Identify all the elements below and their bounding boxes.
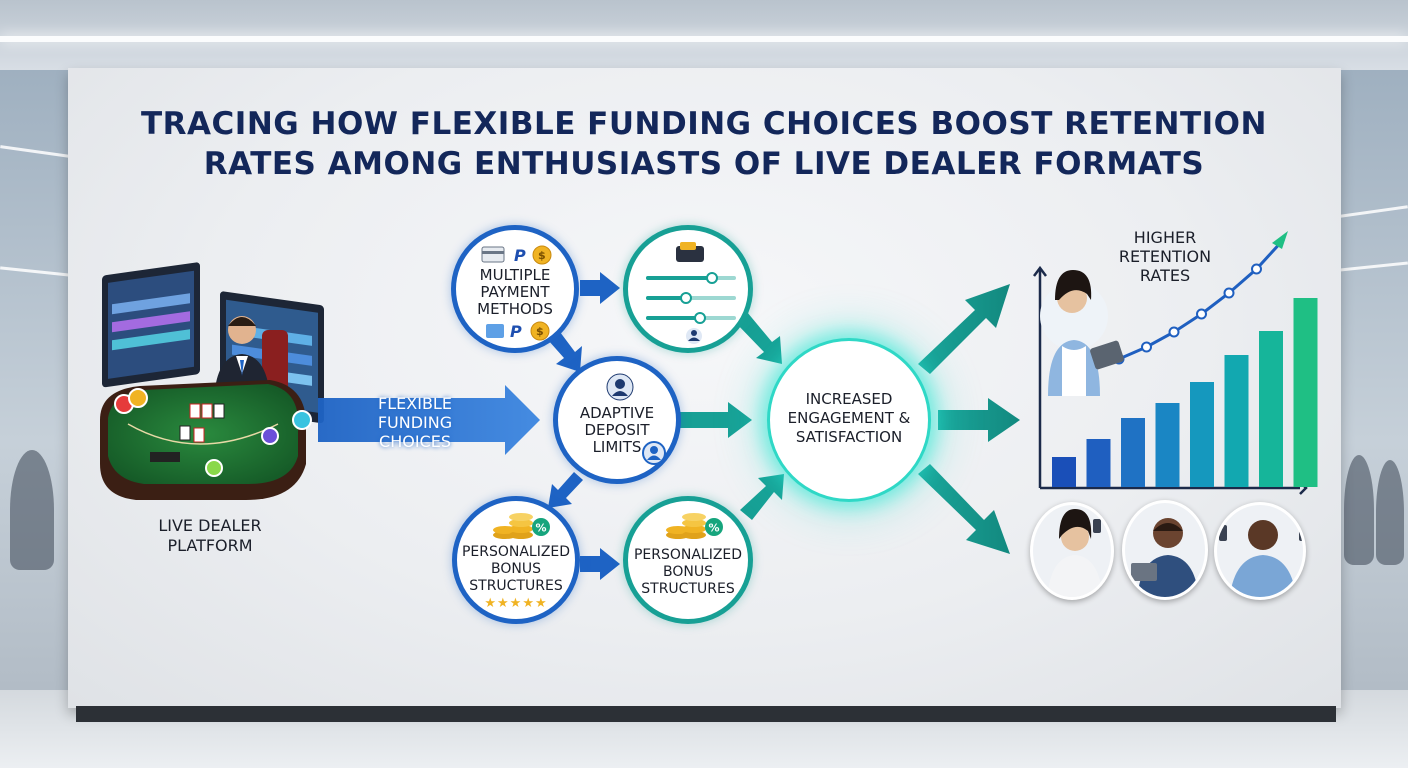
chart-bar: [1155, 403, 1180, 487]
paypal-icon: P $: [486, 321, 550, 341]
payment-line-2: PAYMENT: [480, 283, 550, 301]
card-icon: P $: [481, 245, 552, 265]
flexible-label-line-3: CHOICES: [379, 432, 451, 451]
left-glass-wall: [0, 70, 70, 690]
payment-line-3: METHODS: [477, 300, 553, 318]
smiling-man-image: [1131, 518, 1199, 597]
svg-text:$: $: [536, 325, 544, 338]
svg-text:%: %: [709, 522, 720, 535]
star-rating: ★★★★★: [484, 596, 548, 611]
user-badge-icon: [642, 441, 666, 465]
arrow-bonus-to-center: [740, 474, 784, 520]
coin-stack-icon-2: %: [666, 513, 723, 539]
svg-text:P: P: [514, 246, 526, 265]
chart-bar: [1259, 331, 1283, 487]
casino-table: [100, 380, 312, 500]
flexible-funding-arrow: [318, 385, 540, 455]
chart-bar: [1086, 439, 1111, 487]
retention-label-line-1: HIGHER: [1133, 228, 1197, 247]
trend-arrowhead: [1272, 231, 1288, 249]
arrow-deposit-to-center: [680, 402, 752, 438]
flexible-label-line-2: FUNDING: [377, 413, 453, 432]
office-ceiling: [0, 0, 1408, 70]
user-photo-3: [1214, 502, 1306, 600]
engagement-line-3: SATISFACTION: [795, 428, 903, 446]
chart-bar: [1293, 298, 1318, 487]
slider-icon: [646, 242, 736, 344]
node-bonus-right: % PERSONALIZED BONUS STRUCTURES: [623, 496, 753, 624]
payment-line-1: MULTIPLE: [479, 266, 551, 284]
retention-chart: [1033, 231, 1318, 495]
right-glass-wall: [1340, 70, 1408, 690]
page-title-line-2: RATES AMONG ENTHUSIASTS OF LIVE DEALER F…: [203, 146, 1205, 182]
arrow-center-down: [918, 464, 1010, 554]
coin-stack-icon: %: [493, 513, 550, 539]
deposit-line-3: LIMITS: [592, 438, 642, 456]
bonus-left-line-2: BONUS: [491, 561, 541, 577]
bonus-left-line-1: PERSONALIZED: [461, 544, 571, 560]
retention-label-line-2: RETENTION: [1118, 247, 1212, 266]
engagement-line-2: ENGAGEMENT &: [787, 409, 911, 427]
chart-bar: [1224, 355, 1249, 487]
trend-point: [1168, 326, 1180, 338]
chart-bar: [1052, 457, 1076, 487]
bonus-left-line-3: STRUCTURES: [469, 578, 563, 594]
bonus-right-line-2: BONUS: [663, 564, 713, 580]
svg-text:P: P: [510, 322, 522, 341]
svg-text:$: $: [538, 249, 546, 262]
node-slider-controls: [623, 225, 753, 353]
arrow-payment-to-slider: [580, 272, 620, 304]
node-bonus-left: % PERSONALIZED BONUS STRUCTURES ★★★★★: [452, 496, 580, 624]
trend-point: [1251, 263, 1262, 275]
retention-person-photo: [1040, 270, 1124, 396]
user-photo-2: [1122, 500, 1208, 600]
wall-base: [76, 706, 1336, 722]
ceiling-light: [0, 36, 1408, 42]
node-engagement: INCREASED ENGAGEMENT & SATISFACTION: [767, 338, 931, 502]
trend-point: [1196, 308, 1207, 320]
user-photo-1: [1030, 502, 1114, 600]
node-payment-methods: P $ MULTIPLE PAYMENT METHODS P $: [451, 225, 579, 353]
arrow-slider-to-center: [735, 312, 782, 364]
chart-bar: [1121, 418, 1145, 487]
smiling-woman-image: [1047, 509, 1103, 597]
platform-label-line-2: PLATFORM: [167, 536, 253, 555]
page-title: TRACING HOW FLEXIBLE FUNDING CHOICES BOO…: [141, 106, 1267, 142]
svg-text:%: %: [536, 522, 547, 535]
engagement-line-1: INCREASED: [805, 390, 893, 408]
arrow-deposit-to-bonus: [548, 472, 583, 508]
arrow-center-up: [918, 284, 1010, 374]
excited-man-image: [1219, 520, 1303, 597]
trend-point: [1223, 287, 1235, 299]
retention-label-line-3: RATES: [1139, 266, 1191, 285]
bonus-right-line-1: PERSONALIZED: [633, 547, 743, 563]
arrow-bonus-to-bonus: [580, 548, 620, 580]
platform-label-line-1: LIVE DEALER: [158, 516, 262, 535]
arrow-center-right: [938, 398, 1020, 442]
arrow-payment-to-deposit: [548, 332, 582, 372]
node-deposit-limits: ADAPTIVE DEPOSIT LIMITS: [553, 356, 681, 484]
user-icon: [606, 373, 634, 401]
deposit-line-2: DEPOSIT: [584, 421, 650, 439]
deposit-line-1: ADAPTIVE: [579, 404, 655, 422]
trend-point: [1141, 341, 1152, 353]
bonus-right-line-3: STRUCTURES: [641, 581, 735, 597]
chart-bar: [1190, 382, 1214, 487]
flexible-label-line-1: FLEXIBLE: [378, 394, 452, 413]
